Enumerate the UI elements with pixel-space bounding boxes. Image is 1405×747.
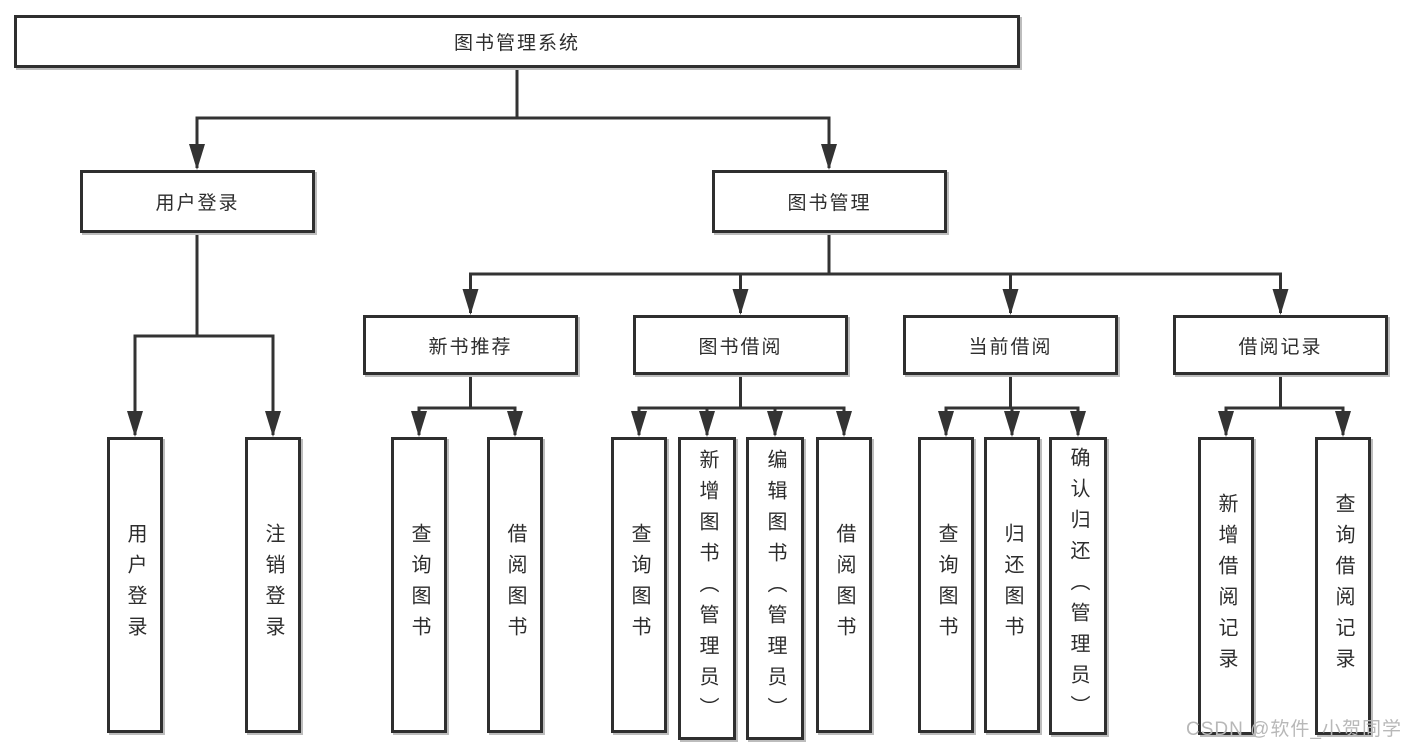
- node-new-book-recommendation: 新书推荐: [363, 315, 578, 375]
- node-book-management: 图书管理: [712, 170, 947, 233]
- leaf-user-login: 用户登录: [107, 437, 163, 733]
- leaf-borrow-add-books-admin: 新增图书（管理员）: [678, 437, 736, 740]
- leaf-record-add: 新增借阅记录: [1198, 437, 1254, 735]
- node-current-borrowing: 当前借阅: [903, 315, 1118, 375]
- leaf-borrow-borrow-books: 借阅图书: [816, 437, 872, 733]
- node-borrowing-records: 借阅记录: [1173, 315, 1388, 375]
- leaf-rec-borrow-books: 借阅图书: [487, 437, 543, 733]
- leaf-borrow-query-books: 查询图书: [611, 437, 667, 733]
- node-book-borrowing: 图书借阅: [633, 315, 848, 375]
- csdn-watermark: CSDN @软件_小贺同学: [1186, 719, 1402, 740]
- leaf-rec-query-books: 查询图书: [391, 437, 447, 733]
- leaf-record-query: 查询借阅记录: [1315, 437, 1371, 735]
- leaf-current-return-books: 归还图书: [984, 437, 1040, 733]
- node-user-login: 用户登录: [80, 170, 315, 233]
- leaf-borrow-edit-books-admin: 编辑图书（管理员）: [746, 437, 804, 740]
- node-root-system: 图书管理系统: [14, 15, 1020, 68]
- leaf-logout: 注销登录: [245, 437, 301, 733]
- leaf-current-query-books: 查询图书: [918, 437, 974, 733]
- leaf-current-confirm-return-admin: 确认归还（管理员）: [1049, 437, 1107, 735]
